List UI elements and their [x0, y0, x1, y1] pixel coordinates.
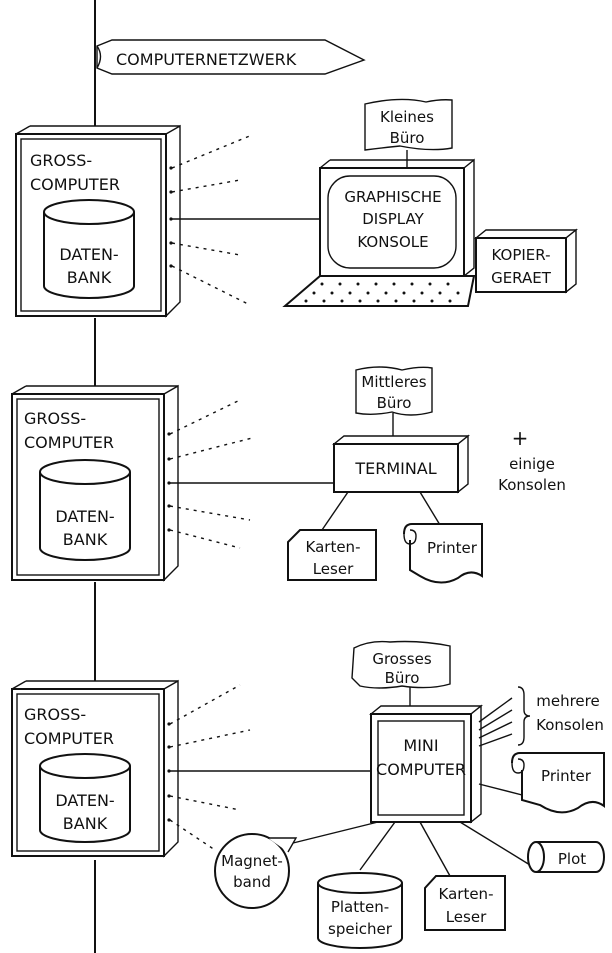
mainframe-2-ports: [167, 432, 171, 532]
card-reader-large-line2: Leser: [446, 908, 487, 926]
medium-office-sign: Mittleres Büro: [355, 366, 433, 416]
database-1-label-line2: BANK: [67, 268, 112, 287]
large-office-sign-line1: Grosses: [372, 650, 431, 668]
mainframe-3: GROSS- COMPUTER DATEN- BANK: [11, 679, 371, 860]
copier-label-line2: GERAET: [491, 269, 552, 287]
database-cylinder-2: DATEN- BANK: [39, 459, 131, 561]
printer-medium-label: Printer: [427, 539, 478, 557]
medium-office: Mittleres Büro TERMINAL + einige Konsole…: [287, 366, 566, 584]
graphic-console-screen-line1: GRAPHISCHE: [344, 188, 441, 206]
disk-storage: Platten- speicher: [317, 872, 403, 949]
magnetic-tape-line2: band: [233, 873, 271, 891]
card-reader-medium-line2: Leser: [313, 560, 354, 578]
database-3-label-line2: BANK: [63, 814, 108, 833]
mainframe-3-title-line2: COMPUTER: [24, 729, 114, 748]
small-office-sign-line2: Büro: [390, 129, 425, 147]
mainframe-1-title-line2: COMPUTER: [30, 175, 120, 194]
mainframe-1-ports: [169, 166, 173, 268]
mini-computer-console-links: [478, 697, 513, 747]
database-cylinder-3: DATEN- BANK: [39, 753, 131, 843]
mainframe-1-title-line1: GROSS-: [30, 151, 92, 170]
plus-sign: +: [512, 426, 529, 450]
medium-consoles-line1: einige: [509, 455, 555, 473]
network-flag: COMPUTERNETZWERK: [96, 39, 366, 75]
copier-label-line1: KOPIER-: [492, 246, 551, 264]
plotter: Plot: [527, 841, 605, 873]
disk-storage-line2: speicher: [328, 920, 393, 938]
database-1-label-line1: DATEN-: [59, 245, 118, 264]
magnetic-tape: Magnet- band: [214, 833, 298, 909]
card-reader-large: Karten- Leser: [424, 875, 506, 931]
mainframe-2-title-line2: COMPUTER: [24, 433, 114, 452]
graphic-console-screen-line3: KONSOLE: [357, 233, 428, 251]
plotter-label: Plot: [558, 850, 586, 868]
mini-computer-line1: MINI: [403, 736, 438, 755]
database-3-label-line1: DATEN-: [55, 791, 114, 810]
large-office-sign-line2: Büro: [385, 669, 420, 687]
graphic-display-console: GRAPHISCHE DISPLAY KONSOLE: [282, 158, 476, 307]
mainframe-3-ports: [167, 722, 171, 822]
copier: KOPIER- GERAET: [474, 228, 578, 294]
small-office-sign-line1: Kleines: [380, 108, 434, 126]
keyboard-keys: [304, 282, 460, 303]
large-office-sign: Grosses Büro: [351, 640, 451, 689]
card-reader-medium: Karten- Leser: [287, 529, 377, 581]
database-2-label-line1: DATEN-: [55, 507, 114, 526]
large-consoles-line2: Konsolen: [536, 716, 604, 734]
mainframe-1: GROSS- COMPUTER DATEN- BANK: [15, 124, 320, 318]
medium-office-sign-line1: Mittleres: [361, 373, 426, 391]
mainframe-2: GROSS- COMPUTER DATEN- BANK: [11, 384, 334, 582]
card-reader-medium-line1: Karten-: [306, 538, 361, 556]
terminal-label: TERMINAL: [354, 459, 436, 478]
disk-storage-line1: Platten-: [331, 898, 389, 916]
network-flag-label: COMPUTERNETZWERK: [116, 50, 297, 69]
printer-large-label: Printer: [541, 767, 592, 785]
large-consoles-line1: mehrere: [536, 692, 599, 710]
database-cylinder-1: DATEN- BANK: [43, 199, 135, 299]
terminal: TERMINAL: [332, 434, 470, 494]
magnetic-tape-line1: Magnet-: [221, 852, 283, 870]
printer-large: Printer: [511, 752, 605, 814]
small-office: Kleines Büro GRAPHISCHE DISPLAY KONSOLE: [282, 98, 578, 307]
mini-computer: MINI COMPUTER: [369, 704, 483, 824]
medium-office-sign-line2: Büro: [377, 394, 412, 412]
large-office: Grosses Büro MINI COMPUTER mehrere Konso…: [214, 640, 605, 949]
mainframe-3-title-line1: GROSS-: [24, 705, 86, 724]
consoles-brace: [517, 686, 531, 746]
small-office-sign: Kleines Büro: [364, 98, 453, 151]
mini-computer-line2: COMPUTER: [376, 760, 466, 779]
medium-consoles-line2: Konsolen: [498, 476, 566, 494]
printer-medium: Printer: [403, 523, 483, 584]
graphic-console-screen-line2: DISPLAY: [362, 210, 424, 228]
mainframe-2-title-line1: GROSS-: [24, 409, 86, 428]
database-2-label-line2: BANK: [63, 530, 108, 549]
card-reader-large-line1: Karten-: [439, 885, 494, 903]
